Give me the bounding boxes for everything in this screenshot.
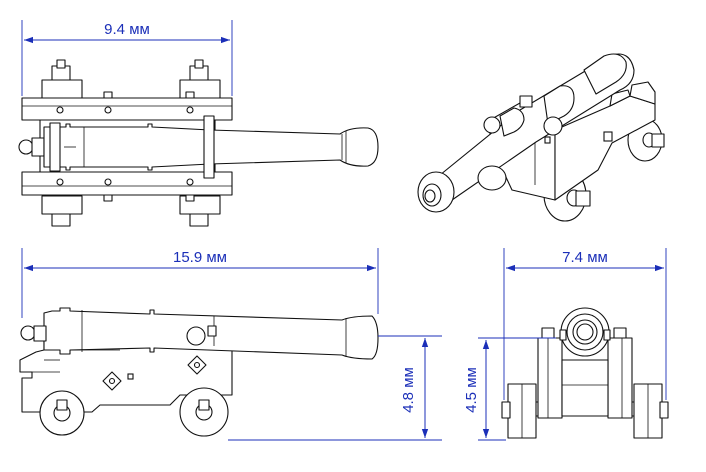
dimension-side-length: 15.9 мм	[21, 248, 379, 318]
dimension-side-length-label: 15.9 мм	[173, 249, 227, 266]
dimension-front-width: 7.4 мм	[503, 248, 667, 400]
dimension-front-height: 4.5 мм	[463, 337, 556, 441]
dimension-front-width-label: 7.4 мм	[562, 249, 608, 266]
dimension-side-height-label: 4.8 мм	[400, 367, 417, 413]
side-view	[19, 307, 379, 437]
top-view	[18, 59, 379, 227]
dimension-front-height-label: 4.5 мм	[463, 367, 480, 413]
dimension-top-width-label: 9.4 мм	[104, 21, 150, 38]
isometric-view	[417, 53, 665, 222]
dimension-side-height: 4.8 мм	[228, 335, 442, 441]
front-view	[501, 307, 669, 439]
dimension-top-width: 9.4 мм	[21, 20, 233, 96]
